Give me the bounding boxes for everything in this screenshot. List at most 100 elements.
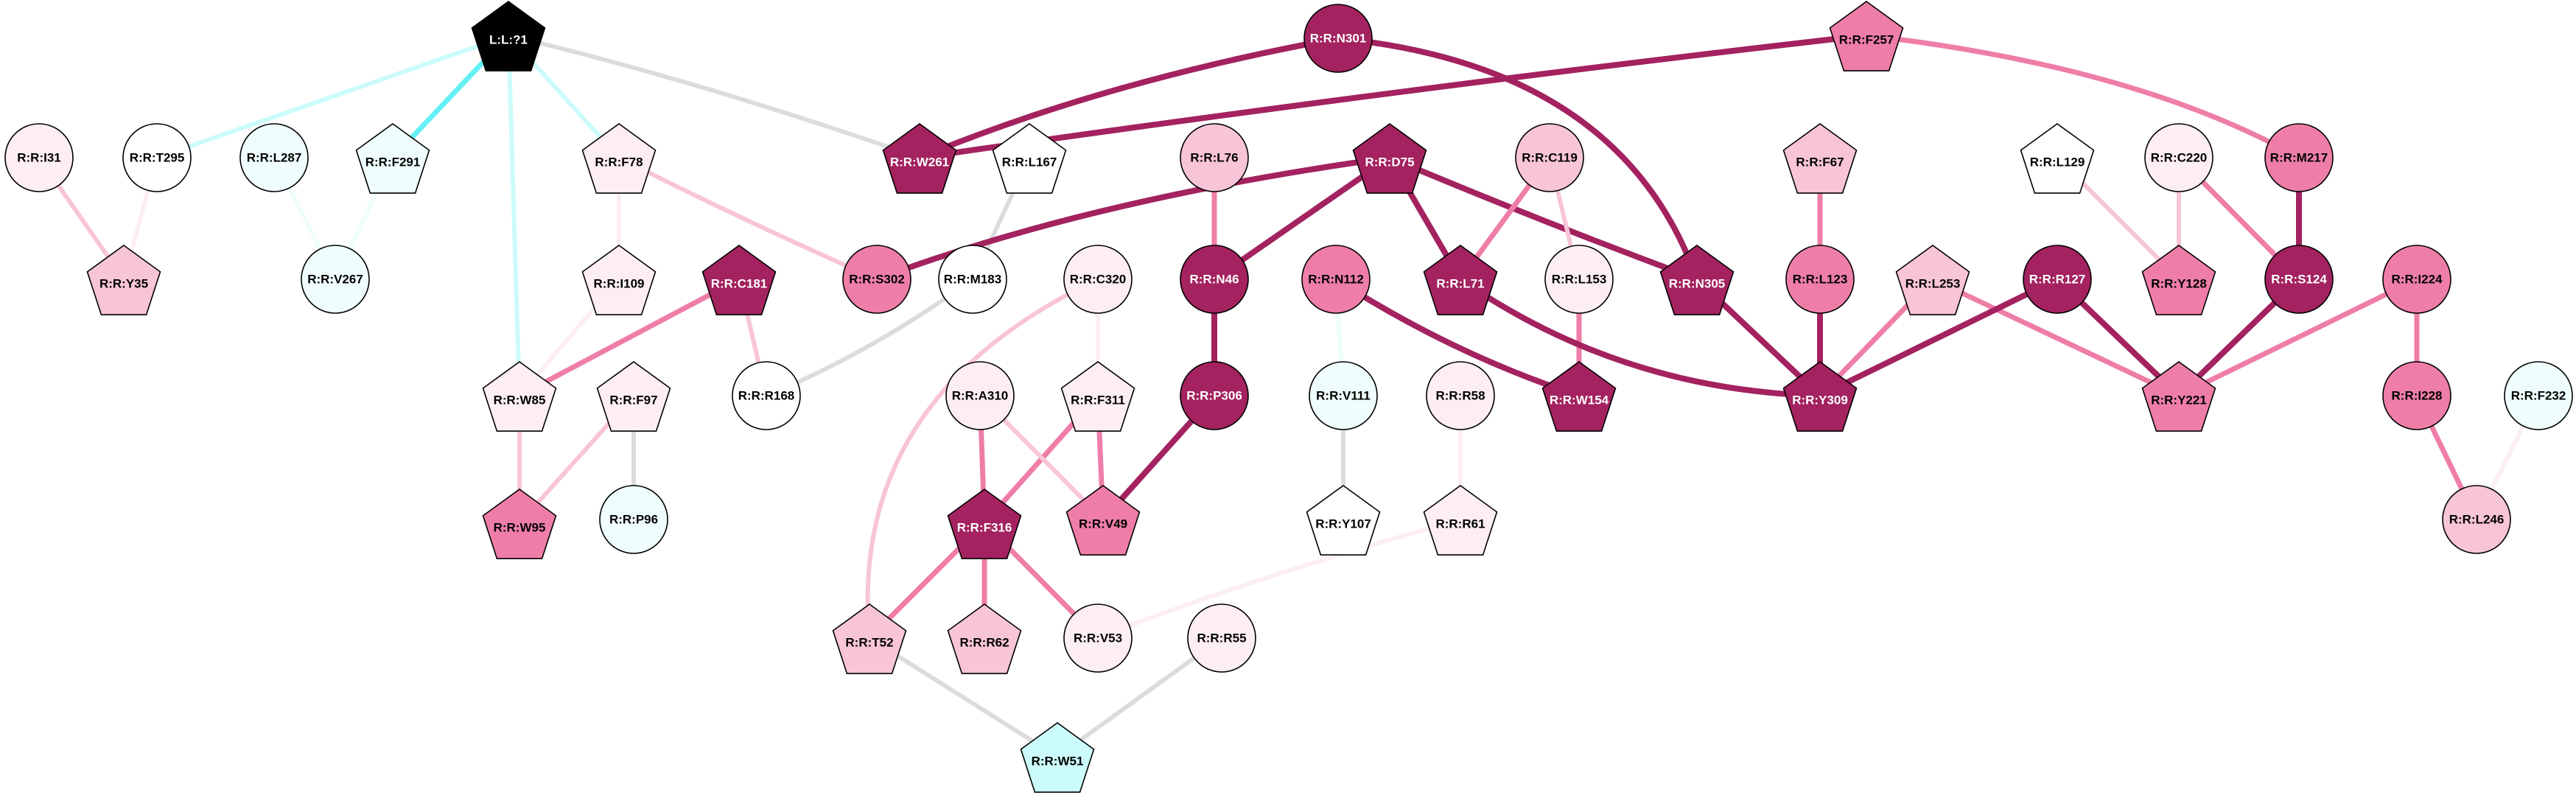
node-r-r-v49[interactable]: R:R:V49 [1065, 485, 1141, 556]
node-r-r-l253[interactable]: R:R:L253 [1895, 245, 1970, 315]
edge-r-r-f257-to-r-r-m217 [1863, 32, 2302, 161]
node-r-r-l76[interactable]: R:R:L76 [1180, 123, 1249, 192]
node-r-r-r62[interactable]: R:R:R62 [947, 603, 1022, 674]
node-label-r-r-s302: R:R:S302 [849, 273, 905, 287]
node-label-r-r-m217: R:R:M217 [2270, 151, 2328, 165]
node-r-r-d75[interactable]: R:R:D75 [1352, 123, 1427, 194]
node-r-r-l246[interactable]: R:R:L246 [2442, 485, 2511, 554]
node-circle-r-r-s302 [842, 245, 911, 314]
node-r-r-i228[interactable]: R:R:I228 [2382, 361, 2451, 430]
node-label-r-r-y309: R:R:Y309 [1792, 393, 1848, 407]
edge-r-r-r127-to-r-r-y309 [1817, 276, 2060, 399]
node-r-r-s124[interactable]: R:R:S124 [2264, 245, 2334, 314]
node-r-r-y221[interactable]: R:R:Y221 [2141, 361, 2216, 432]
node-label-r-r-y107: R:R:Y107 [1315, 517, 1371, 531]
node-r-r-n301[interactable]: R:R:N301 [1303, 4, 1373, 73]
node-pentagon-r-r-w85 [482, 361, 557, 432]
node-pentagon-r-r-r62 [947, 603, 1022, 674]
node-r-r-i31[interactable]: R:R:I31 [4, 123, 74, 192]
node-pentagon-r-r-f311 [1060, 361, 1135, 432]
node-l-l-1[interactable]: L:L:?1 [471, 1, 546, 71]
node-circle-r-r-l287 [239, 123, 309, 192]
node-label-r-r-i31: R:R:I31 [17, 151, 61, 165]
node-r-r-w85[interactable]: R:R:W85 [482, 361, 557, 432]
node-r-r-l129[interactable]: R:R:L129 [2020, 123, 2095, 194]
node-label-r-r-l253: R:R:L253 [1905, 277, 1961, 291]
node-r-r-v111[interactable]: R:R:V111 [1309, 361, 1378, 430]
node-r-r-p306[interactable]: R:R:P306 [1180, 361, 1249, 430]
node-circle-r-r-v53 [1063, 603, 1133, 673]
node-pentagon-r-r-f316 [947, 489, 1022, 559]
node-label-r-r-t52: R:R:T52 [845, 636, 893, 650]
node-r-r-y128[interactable]: R:R:Y128 [2141, 245, 2216, 315]
node-pentagon-r-r-w154 [1541, 361, 1617, 432]
node-r-r-y309[interactable]: R:R:Y309 [1782, 361, 1858, 432]
node-r-r-r58[interactable]: R:R:R58 [1426, 361, 1495, 430]
node-r-r-l123[interactable]: R:R:L123 [1785, 245, 1855, 314]
node-r-r-v53[interactable]: R:R:V53 [1063, 603, 1133, 673]
node-r-r-i109[interactable]: R:R:I109 [581, 245, 657, 315]
node-r-r-w95[interactable]: R:R:W95 [482, 489, 557, 559]
node-label-r-r-f232: R:R:F232 [2511, 389, 2566, 403]
node-circle-r-r-l246 [2442, 485, 2511, 554]
node-r-r-c181[interactable]: R:R:C181 [701, 245, 777, 315]
node-circle-r-r-r127 [2023, 245, 2092, 314]
node-r-r-s302[interactable]: R:R:S302 [842, 245, 911, 314]
node-r-r-f257[interactable]: R:R:F257 [1829, 1, 1904, 71]
node-r-r-r127[interactable]: R:R:R127 [2023, 245, 2092, 314]
node-label-r-r-n301: R:R:N301 [1310, 32, 1367, 46]
node-r-r-l287[interactable]: R:R:L287 [239, 123, 309, 192]
node-r-r-f67[interactable]: R:R:F67 [1782, 123, 1858, 194]
node-label-r-r-f97: R:R:F97 [609, 393, 657, 407]
node-r-r-n305[interactable]: R:R:N305 [1659, 245, 1735, 315]
node-r-r-n112[interactable]: R:R:N112 [1301, 245, 1371, 314]
node-r-r-t295[interactable]: R:R:T295 [122, 123, 192, 192]
edge-r-r-i224-to-r-r-y221 [2176, 276, 2420, 399]
node-label-r-r-c220: R:R:C220 [2151, 151, 2208, 165]
node-circle-r-r-p306 [1180, 361, 1249, 430]
node-r-r-y107[interactable]: R:R:Y107 [1306, 485, 1381, 556]
node-r-r-l153[interactable]: R:R:L153 [1544, 245, 1614, 314]
node-pentagon-r-r-w51 [1020, 722, 1095, 793]
node-r-r-y35[interactable]: R:R:Y35 [86, 245, 161, 315]
node-r-r-a310[interactable]: R:R:A310 [945, 361, 1015, 430]
node-r-r-v267[interactable]: R:R:V267 [301, 245, 370, 314]
node-r-r-m217[interactable]: R:R:M217 [2264, 123, 2334, 192]
node-pentagon-r-r-f67 [1782, 123, 1858, 194]
node-r-r-c220[interactable]: R:R:C220 [2144, 123, 2213, 192]
node-r-r-r168[interactable]: R:R:R168 [732, 361, 801, 430]
node-r-r-r55[interactable]: R:R:R55 [1187, 603, 1256, 673]
node-r-r-c119[interactable]: R:R:C119 [1515, 123, 1584, 192]
node-r-r-p96[interactable]: R:R:P96 [599, 485, 668, 554]
node-r-r-f78[interactable]: R:R:F78 [581, 123, 657, 194]
node-label-r-r-l129: R:R:L129 [2030, 155, 2085, 169]
node-r-r-f311[interactable]: R:R:F311 [1060, 361, 1135, 432]
node-r-r-w51[interactable]: R:R:W51 [1020, 722, 1095, 793]
node-r-r-f232[interactable]: R:R:F232 [2504, 361, 2573, 430]
node-circle-r-r-c220 [2144, 123, 2213, 192]
node-r-r-l71[interactable]: R:R:L71 [1423, 245, 1498, 315]
node-r-r-c320[interactable]: R:R:C320 [1063, 245, 1133, 314]
node-r-r-w261[interactable]: R:R:W261 [882, 123, 957, 194]
node-label-r-r-i228: R:R:I228 [2392, 389, 2443, 403]
node-pentagon-r-r-r61 [1423, 485, 1498, 556]
node-r-r-f97[interactable]: R:R:F97 [596, 361, 671, 432]
node-r-r-n46[interactable]: R:R:N46 [1180, 245, 1249, 314]
node-label-r-r-f78: R:R:F78 [595, 155, 643, 169]
node-r-r-m183[interactable]: R:R:M183 [938, 245, 1007, 314]
node-label-r-r-i109: R:R:I109 [594, 277, 645, 291]
edge-l-l-1-to-r-r-w85 [506, 33, 522, 398]
node-r-r-w154[interactable]: R:R:W154 [1541, 361, 1617, 432]
node-r-r-l167[interactable]: R:R:L167 [992, 123, 1067, 194]
node-pentagon-r-r-y128 [2141, 245, 2216, 315]
node-r-r-i224[interactable]: R:R:I224 [2382, 245, 2451, 314]
node-label-r-r-l167: R:R:L167 [1002, 155, 1057, 169]
node-label-r-r-y221: R:R:Y221 [2151, 393, 2207, 407]
node-r-r-f316[interactable]: R:R:F316 [947, 489, 1022, 559]
node-r-r-t52[interactable]: R:R:T52 [832, 603, 907, 674]
node-r-r-r61[interactable]: R:R:R61 [1423, 485, 1498, 556]
node-circle-r-r-r58 [1426, 361, 1495, 430]
node-r-r-f291[interactable]: R:R:F291 [355, 123, 430, 194]
node-circle-r-r-l153 [1544, 245, 1614, 314]
node-label-r-r-l71: R:R:L71 [1436, 277, 1484, 291]
